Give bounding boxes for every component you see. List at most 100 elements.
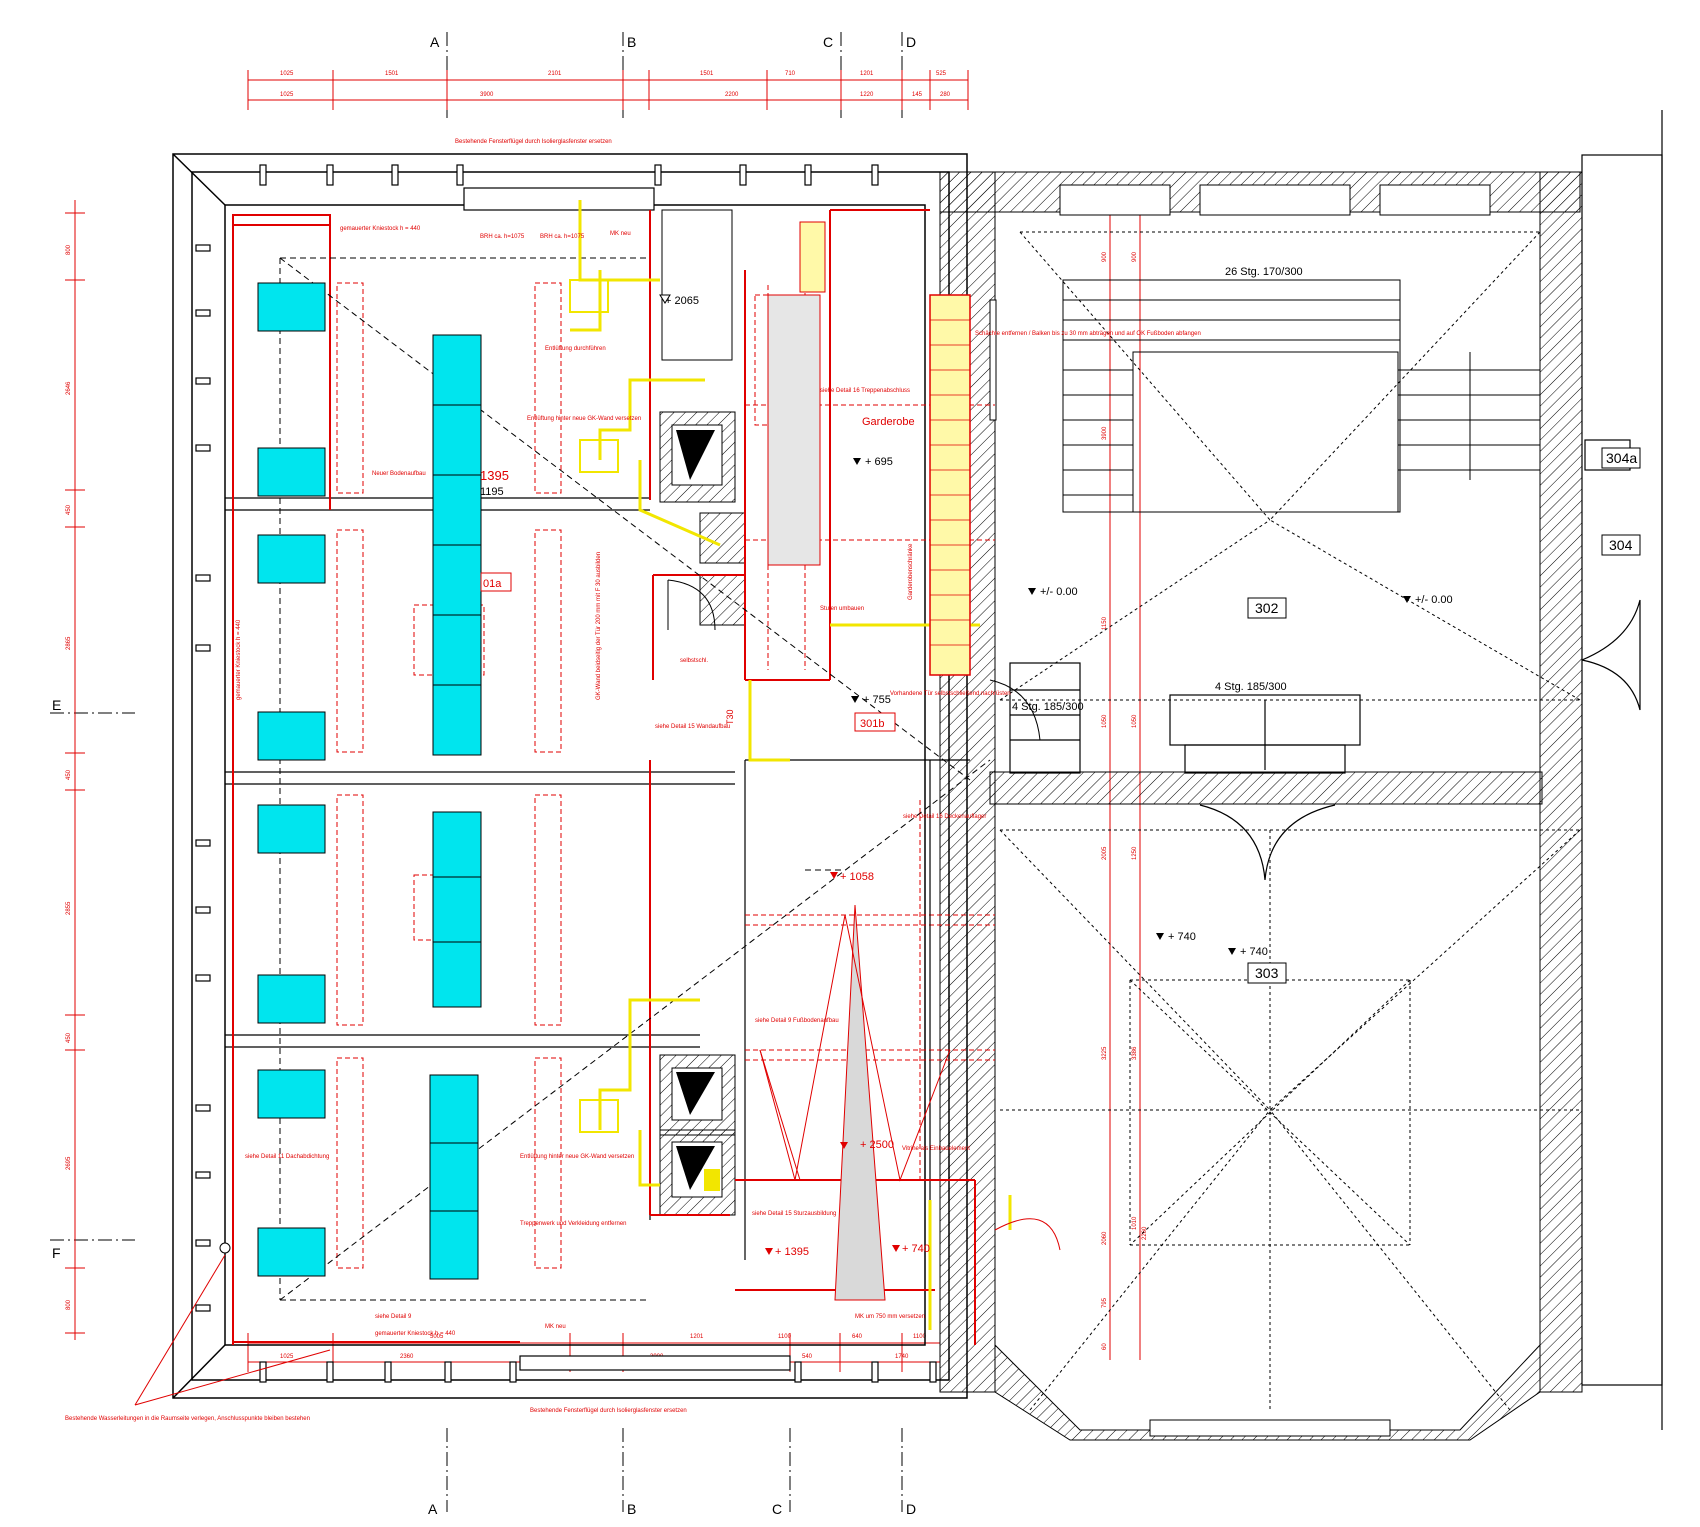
dim-label: 2260 <box>1142 1226 1148 1240</box>
dim-label: 2101 <box>548 71 562 77</box>
dim-label: 1100 <box>913 1334 927 1340</box>
dim-label: 2200 <box>725 92 739 98</box>
note-drywall: GK-Wand beidseitig der Tür 200 mm mit F … <box>596 552 602 700</box>
axis-label-a-bottom: A <box>428 1501 438 1517</box>
room-tag-304a: 304a <box>1606 450 1637 466</box>
yellow-boxes <box>569 279 720 1191</box>
axis-label-e: E <box>52 697 61 713</box>
triangle-ribs <box>759 914 951 1182</box>
dim-label: 800 <box>66 1299 72 1310</box>
furniture-tables <box>257 282 482 1280</box>
dim-label: 640 <box>852 1334 863 1340</box>
dim-label: 2855 <box>66 901 72 915</box>
new-walls-red <box>232 209 976 1345</box>
note-detail-16-stair: siehe Detail 16 Treppenabschluss <box>820 388 910 394</box>
level-triangles <box>765 458 1411 1255</box>
dim-label: 1250 <box>1132 846 1138 860</box>
level-marker-755: + 755 <box>863 694 891 706</box>
note-detail-15-wall: siehe Detail 15 Wandaufbau <box>655 724 730 730</box>
level-marker-740-a: + 740 <box>1168 931 1196 943</box>
dim-label: 3225 <box>1102 1046 1108 1060</box>
axis-label-b-top: B <box>627 34 636 50</box>
note-ventilation-1: Entlüftung durchführen <box>545 346 606 352</box>
dim-label: 900 <box>1132 251 1138 262</box>
level-markers: + 2065 + 695 +/- 0.00 +/- 0.00 + 755 + 7… <box>480 295 1453 958</box>
label-garderobe: Garderobe <box>862 416 915 428</box>
dim-label: 2865 <box>66 636 72 650</box>
note-detail-15-lintel: siehe Detail 15 Sturzausbildung <box>752 1211 836 1217</box>
room-tag-box-301b <box>854 712 896 732</box>
window-frames <box>195 164 937 1383</box>
level-marker-1195: 1195 <box>480 486 504 498</box>
dim-label: 1100 <box>778 1334 792 1340</box>
dim-label: 1501 <box>385 71 399 77</box>
axis-label-a-top: A <box>430 34 440 50</box>
dim-label: 800 <box>66 244 72 255</box>
axis-label-c-top: C <box>823 34 833 50</box>
dim-label: 5005 <box>430 1334 444 1340</box>
note-ventilation-3: Entlüftung hinter neue GK-Wand versetzen <box>520 1154 634 1160</box>
dim-label: 3386 <box>1132 1046 1138 1060</box>
note-wardrobe-cabinets: Garderobenschränke <box>908 543 914 600</box>
note-bottom-windows: Bestehende Fensterflügel durch Isoliergl… <box>530 1408 687 1414</box>
dim-label: 795 <box>1102 1297 1108 1308</box>
dim-label: 60 <box>1102 1343 1108 1350</box>
level-marker-1395: + 1395 <box>775 1246 809 1258</box>
dim-label: 2360 <box>400 1354 414 1360</box>
room-tag-box-304a <box>1601 447 1641 469</box>
room-tag-box-303 <box>1247 962 1287 984</box>
stair-label-main: 26 Stg. 170/300 <box>1225 266 1303 278</box>
doors <box>667 579 1061 1251</box>
level-triangle-open <box>659 294 671 304</box>
dim-label: 3900 <box>480 92 494 98</box>
note-brh-1: BRH ca. h=1075 <box>480 234 525 240</box>
note-existing-door: Vorhandene Tür selbstschließend nachrüst… <box>890 691 1011 697</box>
dim-label: 525 <box>936 71 947 77</box>
room-tag-301b: 301b <box>860 718 884 730</box>
dim-label: 900 <box>1102 251 1108 262</box>
dim-label: 1025 <box>280 1354 294 1360</box>
level-marker-1058: + 1058 <box>840 871 874 883</box>
note-knee-wall-left: gemauerter Kniestock h = 440 <box>236 619 242 700</box>
note-move-mk: MK um 750 mm versetzen <box>855 1314 925 1320</box>
dim-label: 1501 <box>700 71 714 77</box>
note-top-windows: Bestehende Fensterflügel durch Isoliergl… <box>455 139 612 145</box>
dim-label: 2695 <box>66 1156 72 1170</box>
note-detail-11: siehe Detail 11 Dachabdichtung <box>245 1154 329 1160</box>
existing-dashed-black <box>279 257 991 1301</box>
note-self-closing: selbstschl. <box>680 658 708 664</box>
dim-label: 3900 <box>1102 426 1108 440</box>
dim-label: 1050 <box>1102 714 1108 728</box>
room-tag-304: 304 <box>1609 537 1633 553</box>
note-water-pipes: Bestehende Wasserleitungen in die Raumse… <box>65 1416 310 1422</box>
small-stair <box>1009 599 1641 881</box>
note-detail-16: siehe Detail 16 Deckenauflager <box>903 814 986 820</box>
dim-label: 1010 <box>1132 1216 1138 1230</box>
axis-label-d-top: D <box>906 34 916 50</box>
dim-label: 450 <box>66 1032 72 1043</box>
dimension-top-row-2: 1025 3900 2200 1220 145 280 <box>280 92 951 98</box>
level-marker-000-b: +/- 0.00 <box>1415 594 1453 606</box>
room-tag-302: 302 <box>1255 600 1279 616</box>
dimension-right-stair-column: 60 60 900 900 3900 1150 1050 1050 2005 1… <box>1102 205 1148 1350</box>
note-mk-bottom: MK neu <box>545 1324 566 1330</box>
level-marker-740-c: + 740 <box>902 1243 930 1255</box>
room-tag-box-302 <box>1247 597 1287 619</box>
garderobe-zone <box>767 294 821 566</box>
note-detail-9: siehe Detail 9 <box>375 1314 412 1320</box>
stair-label-small: 4 Stg. 185/300 <box>1215 681 1287 693</box>
dim-label: 2060 <box>1102 1231 1108 1245</box>
garderobe-cabinets <box>929 294 971 676</box>
right-wing-walls <box>939 171 1583 1441</box>
dim-label: 710 <box>785 71 796 77</box>
dim-label: 1025 <box>280 92 294 98</box>
note-rebuild-steps: Stufen umbauen <box>820 606 864 612</box>
note-knee-wall-bottom: gemauerter Kniestock h = 440 <box>375 1331 456 1337</box>
note-showcase: Vitrine als Einbauelement <box>902 1146 970 1152</box>
dim-label: 1201 <box>860 71 874 77</box>
note-shafts: Schächte entfernen / Balken bis zu 30 mm… <box>975 331 1201 337</box>
stair-label-small-2: 4 Stg. 185/300 <box>1012 701 1084 713</box>
dimension-left-column: 800 2646 450 2865 450 2855 450 2695 800 <box>66 244 72 1310</box>
level-marker-695: + 695 <box>865 456 893 468</box>
